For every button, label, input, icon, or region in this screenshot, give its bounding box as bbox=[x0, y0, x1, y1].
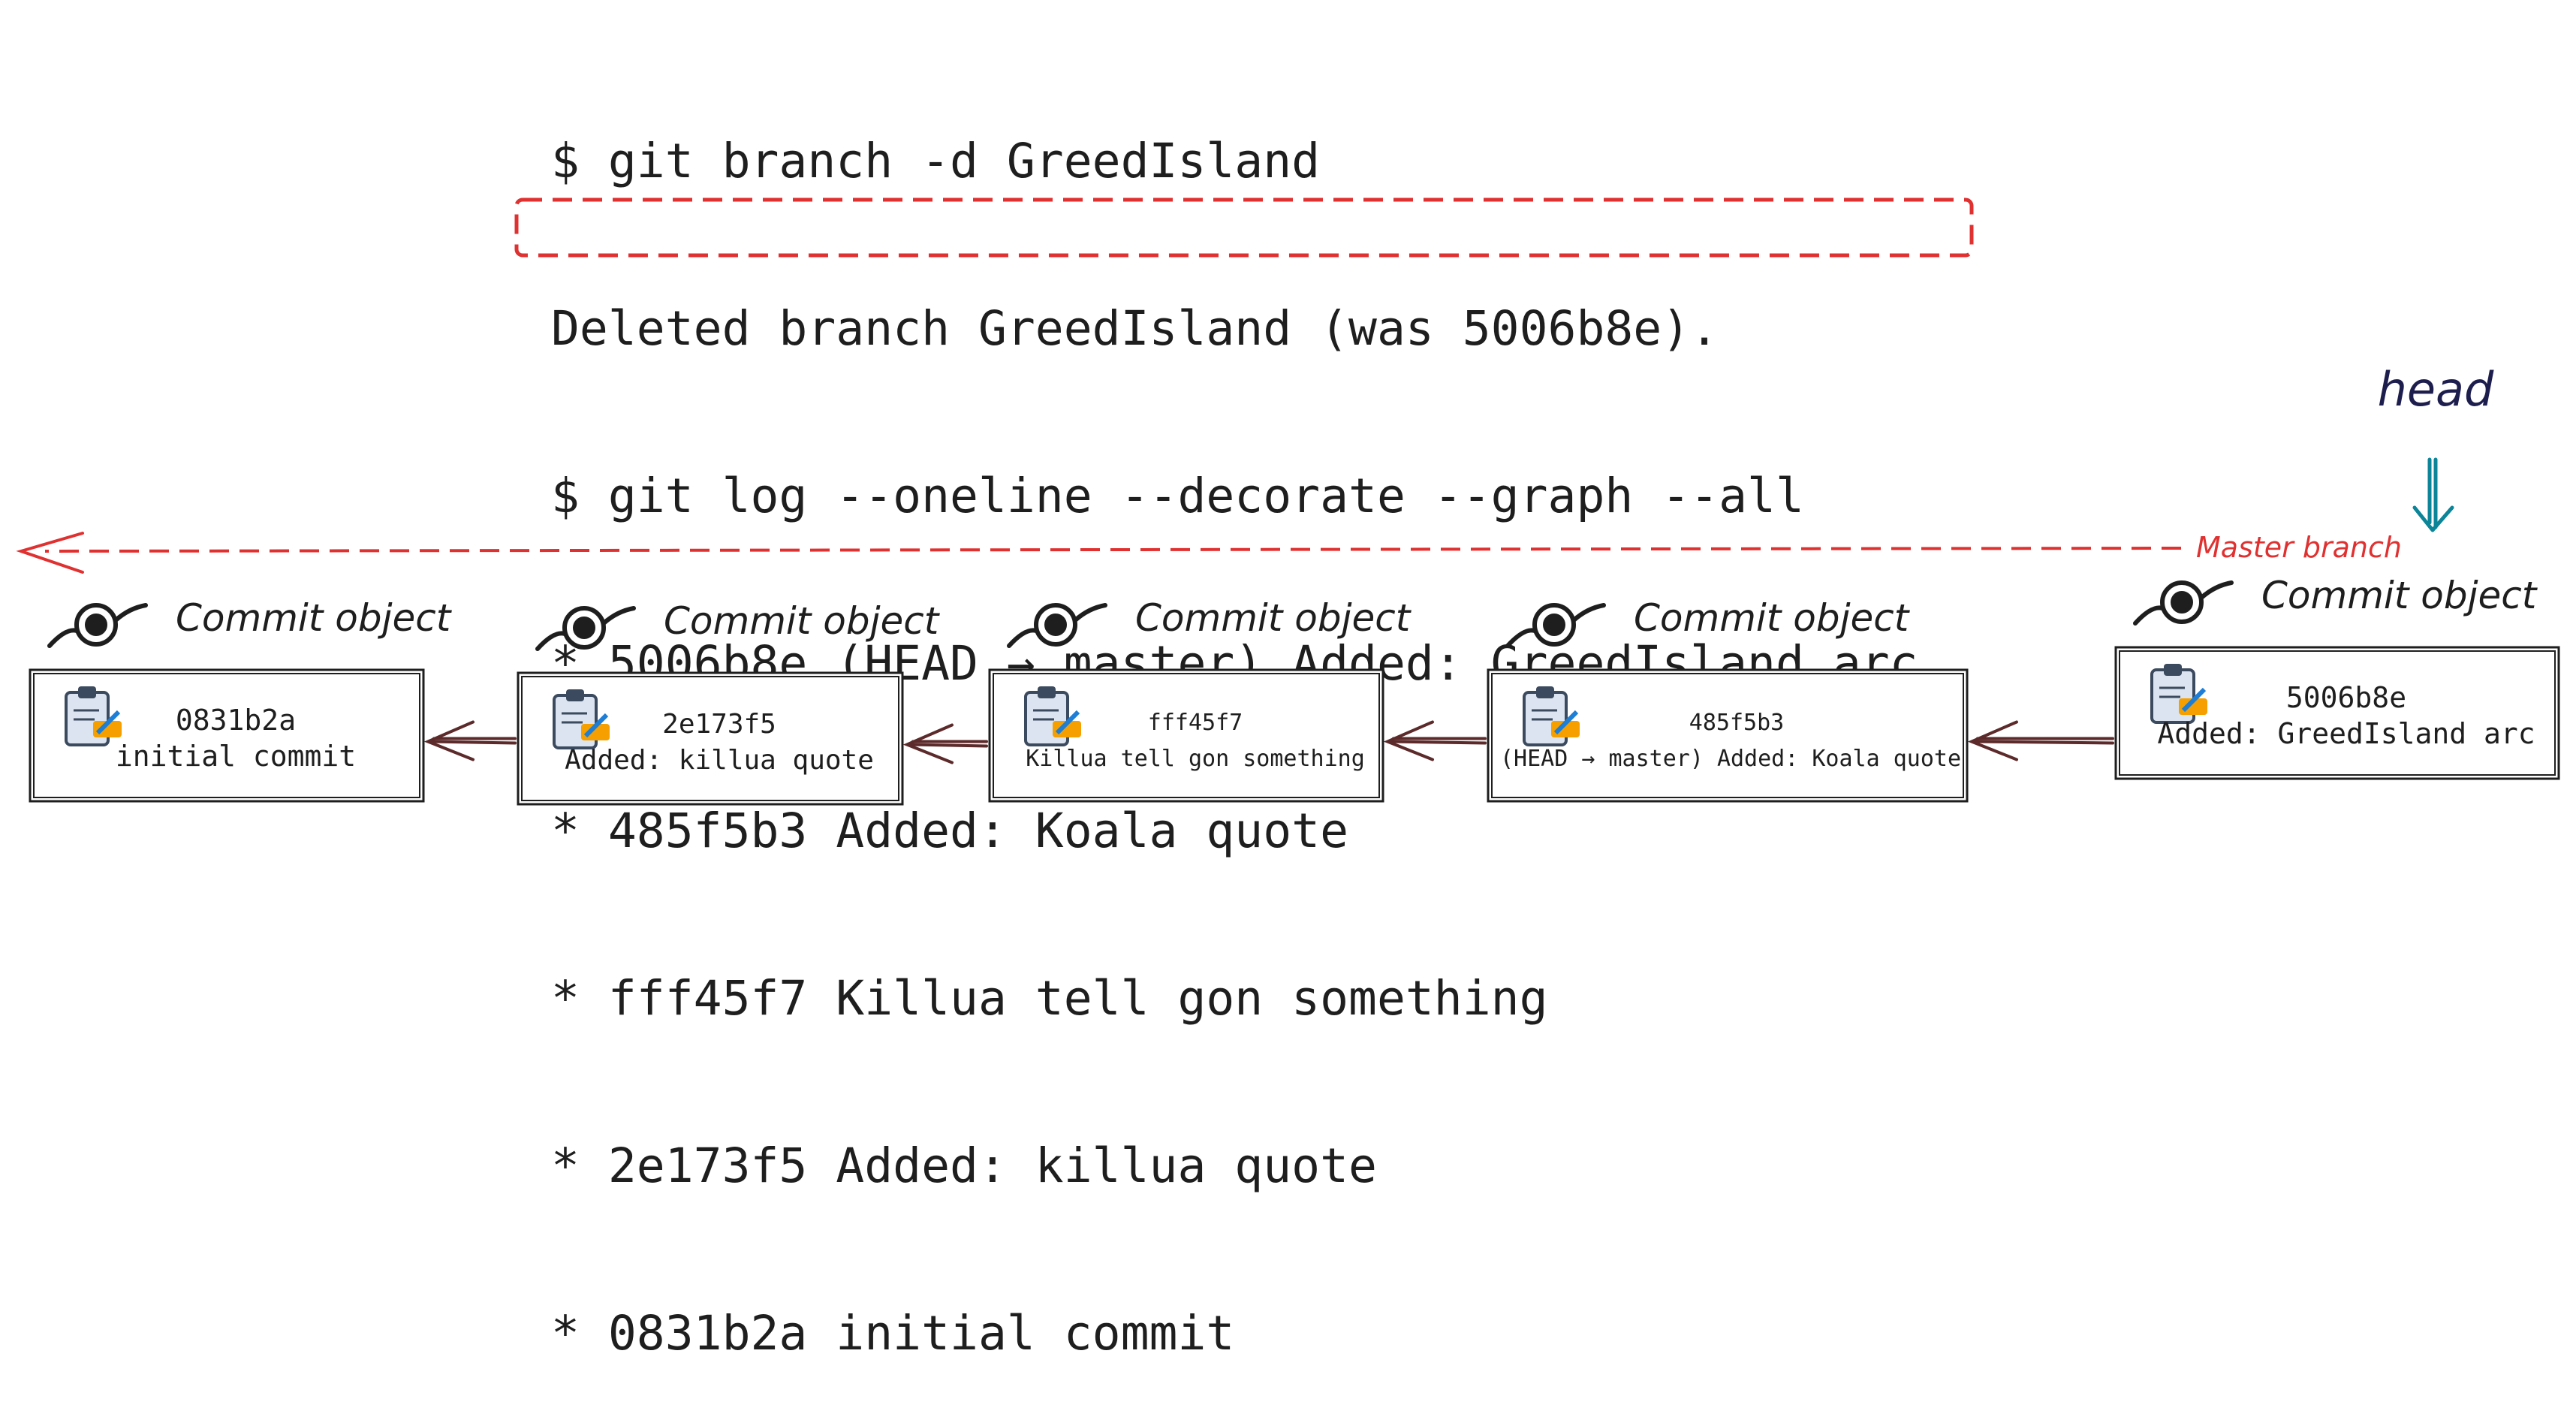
terminal-line: * 0831b2a initial commit bbox=[551, 1306, 1235, 1361]
commit-message: Killua tell gon something bbox=[1026, 746, 1365, 772]
master-branch-label: Master branch bbox=[2196, 531, 2402, 564]
commit-hash: 5006b8e bbox=[2286, 681, 2406, 714]
commit-diagram: head Master branch Commit object 0831b2ai… bbox=[16, 197, 2560, 806]
terminal-line: $ git log --oneline --decorate --graph -… bbox=[551, 469, 1804, 523]
git-swirl-icon bbox=[47, 603, 148, 648]
commit-message: (HEAD → master) Added: Koala quote bbox=[1500, 746, 1961, 772]
parent-arrow bbox=[902, 723, 988, 764]
git-swirl-icon bbox=[2133, 580, 2234, 626]
commit-header-label: Commit object bbox=[2261, 574, 2538, 617]
master-branch-line bbox=[44, 547, 2182, 553]
commit-box-inner bbox=[33, 673, 420, 798]
commit-hash: 485f5b3 bbox=[1689, 710, 1784, 736]
head-arrow-icon bbox=[2412, 457, 2454, 532]
parent-arrow bbox=[1967, 720, 2114, 761]
commit-header-label: Commit object bbox=[1634, 596, 1911, 640]
git-swirl-icon bbox=[535, 606, 636, 651]
highlight-box bbox=[514, 197, 1974, 258]
git-swirl-icon bbox=[1007, 603, 1107, 648]
terminal-line: $ git branch -d GreedIsland bbox=[551, 134, 1321, 188]
clipboard-icon bbox=[1024, 686, 1081, 746]
commit-hash: 2e173f5 bbox=[662, 709, 776, 740]
commit-box-inner bbox=[521, 676, 899, 801]
commit-header-label: Commit object bbox=[176, 596, 453, 640]
commit-box-inner bbox=[2119, 650, 2556, 776]
commit-box-inner bbox=[993, 673, 1380, 798]
parent-arrow bbox=[423, 720, 517, 761]
clipboard-icon bbox=[1523, 686, 1580, 746]
commit-header-label: Commit object bbox=[664, 599, 941, 643]
parent-arrow bbox=[1383, 720, 1487, 761]
git-swirl-icon bbox=[1505, 603, 1606, 648]
commit-box-inner bbox=[1491, 673, 1964, 798]
branch-arrowhead-icon bbox=[16, 532, 84, 574]
clipboard-icon bbox=[553, 689, 610, 749]
clipboard-icon bbox=[65, 686, 122, 746]
commit-message: initial commit bbox=[116, 740, 356, 773]
commit-header-label: Commit object bbox=[1135, 596, 1412, 640]
commit-hash: fff45f7 bbox=[1148, 710, 1243, 736]
terminal-line: * fff45f7 Killua tell gon something bbox=[551, 971, 1548, 1026]
clipboard-icon bbox=[2150, 664, 2207, 724]
terminal-line: Deleted branch GreedIsland (was 5006b8e)… bbox=[551, 301, 1719, 356]
terminal-line: * 2e173f5 Added: killua quote bbox=[551, 1138, 1377, 1193]
head-label: head bbox=[2378, 362, 2494, 417]
commit-message: Added: killua quote bbox=[565, 745, 874, 776]
commit-hash: 0831b2a bbox=[176, 704, 296, 737]
commit-message: Added: GreedIsland arc bbox=[2157, 717, 2535, 750]
